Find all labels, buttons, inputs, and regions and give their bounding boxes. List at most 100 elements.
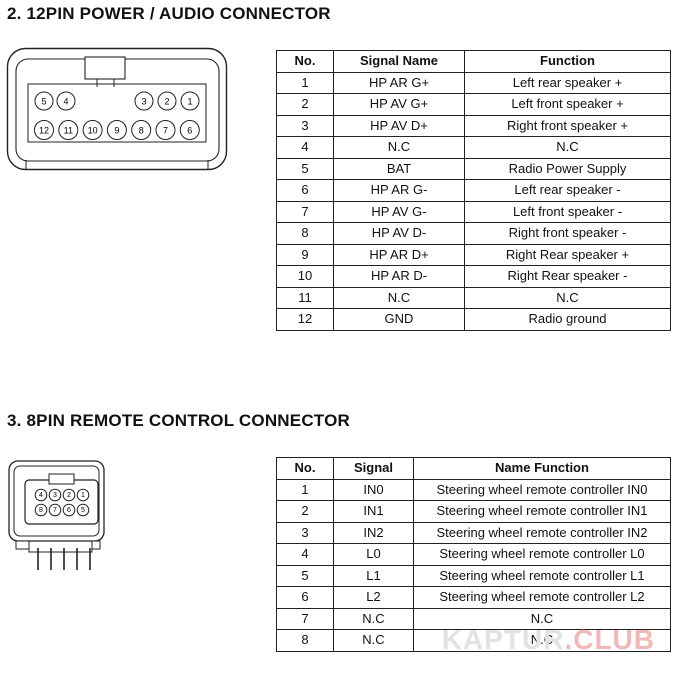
pin-label: 2 [164, 96, 169, 106]
col-header-function: Name Function [413, 457, 671, 480]
pin-circle [48, 488, 62, 502]
watermark-logo: KAPTUR.CLUB [442, 624, 655, 656]
cell-function: Radio Power Supply [464, 157, 671, 180]
pin-circle [180, 91, 200, 111]
cell-no: 11 [276, 286, 334, 309]
pin-label: 5 [81, 507, 85, 514]
cell-signal: L1 [333, 564, 414, 587]
pin-circle [34, 503, 48, 517]
pin-label: 3 [141, 96, 146, 106]
cell-signal: N.C [333, 607, 414, 630]
cell-function: Steering wheel remote controller L2 [413, 586, 671, 609]
cell-no: 5 [276, 564, 334, 587]
watermark-part1: KAPTUR [441, 624, 565, 655]
cell-no: 7 [276, 607, 334, 630]
cell-function: Left rear speaker - [464, 179, 671, 202]
cell-signal: N.C [333, 136, 465, 159]
cell-signal: GND [333, 308, 465, 331]
pin-circle [134, 91, 154, 111]
cell-function: Steering wheel remote controller L0 [413, 543, 671, 566]
col-header-signal: Signal Name [333, 50, 465, 73]
pin-label: 8 [139, 126, 144, 136]
cell-function: Left front speaker - [464, 200, 671, 223]
cell-signal: HP AR G- [333, 179, 465, 202]
pin-label: 4 [63, 96, 68, 106]
cell-function: Steering wheel remote controller L1 [413, 564, 671, 587]
pin-label: 8 [39, 507, 43, 514]
cell-no: 1 [276, 478, 334, 501]
cell-no: 4 [276, 543, 334, 566]
pin-label: 10 [88, 126, 98, 136]
cell-no: 7 [276, 200, 334, 223]
pin-circle [131, 120, 152, 140]
cell-no: 3 [276, 521, 334, 544]
cell-no: 10 [276, 265, 334, 288]
table-header-row: No. Signal Name Function [276, 50, 671, 73]
cell-function: Right Rear speaker - [464, 265, 671, 288]
cell-signal: HP AV G+ [333, 93, 465, 116]
pin-circle [34, 488, 48, 502]
cell-signal: N.C [333, 629, 414, 652]
cell-signal: HP AV D- [333, 222, 465, 245]
pin-label: 6 [67, 507, 71, 514]
pin-circle [82, 120, 103, 140]
pin-circle [58, 120, 79, 140]
cell-function: Right Rear speaker + [464, 243, 671, 266]
cell-signal: HP AR G+ [333, 71, 465, 94]
pin-label: 12 [39, 126, 49, 136]
cell-function: Right front speaker + [464, 114, 671, 137]
pin-circle [48, 503, 62, 517]
cell-signal: L0 [333, 543, 414, 566]
cell-function: N.C [413, 629, 671, 652]
cell-signal: HP AR D- [333, 265, 465, 288]
cell-no: 12 [276, 308, 334, 331]
cell-function: Steering wheel remote controller IN2 [413, 521, 671, 544]
pin-circle [157, 91, 177, 111]
cell-function: N.C [464, 136, 671, 159]
cell-no: 1 [276, 71, 334, 94]
cell-signal: IN2 [333, 521, 414, 544]
pin-label: 1 [81, 492, 85, 499]
pin-label: 3 [53, 492, 57, 499]
pin-label: 7 [163, 126, 168, 136]
watermark-part2: .CLUB [564, 624, 655, 655]
cell-signal: IN1 [333, 500, 414, 523]
cell-function: Steering wheel remote controller IN0 [413, 478, 671, 501]
pin-circle [106, 120, 127, 140]
pin-circle [179, 120, 200, 140]
cell-no: 5 [276, 157, 334, 180]
cell-no: 3 [276, 114, 334, 137]
cell-signal: HP AR D+ [333, 243, 465, 266]
pin-label: 6 [187, 126, 192, 136]
pin-circle [34, 91, 54, 111]
col-header-signal: Signal [333, 457, 414, 480]
cell-no: 6 [276, 586, 334, 609]
table-header-row: No. Signal Name Function [276, 457, 671, 480]
cell-signal: L2 [333, 586, 414, 609]
pin-label: 11 [64, 126, 73, 136]
pin-label: 9 [114, 126, 119, 136]
cell-signal: N.C [333, 286, 465, 309]
pin-circle [62, 488, 76, 502]
pin-label: 4 [39, 492, 43, 499]
pin-circle [56, 91, 76, 111]
cell-no: 9 [276, 243, 334, 266]
pin-circle [76, 488, 90, 502]
cell-signal: IN0 [333, 478, 414, 501]
